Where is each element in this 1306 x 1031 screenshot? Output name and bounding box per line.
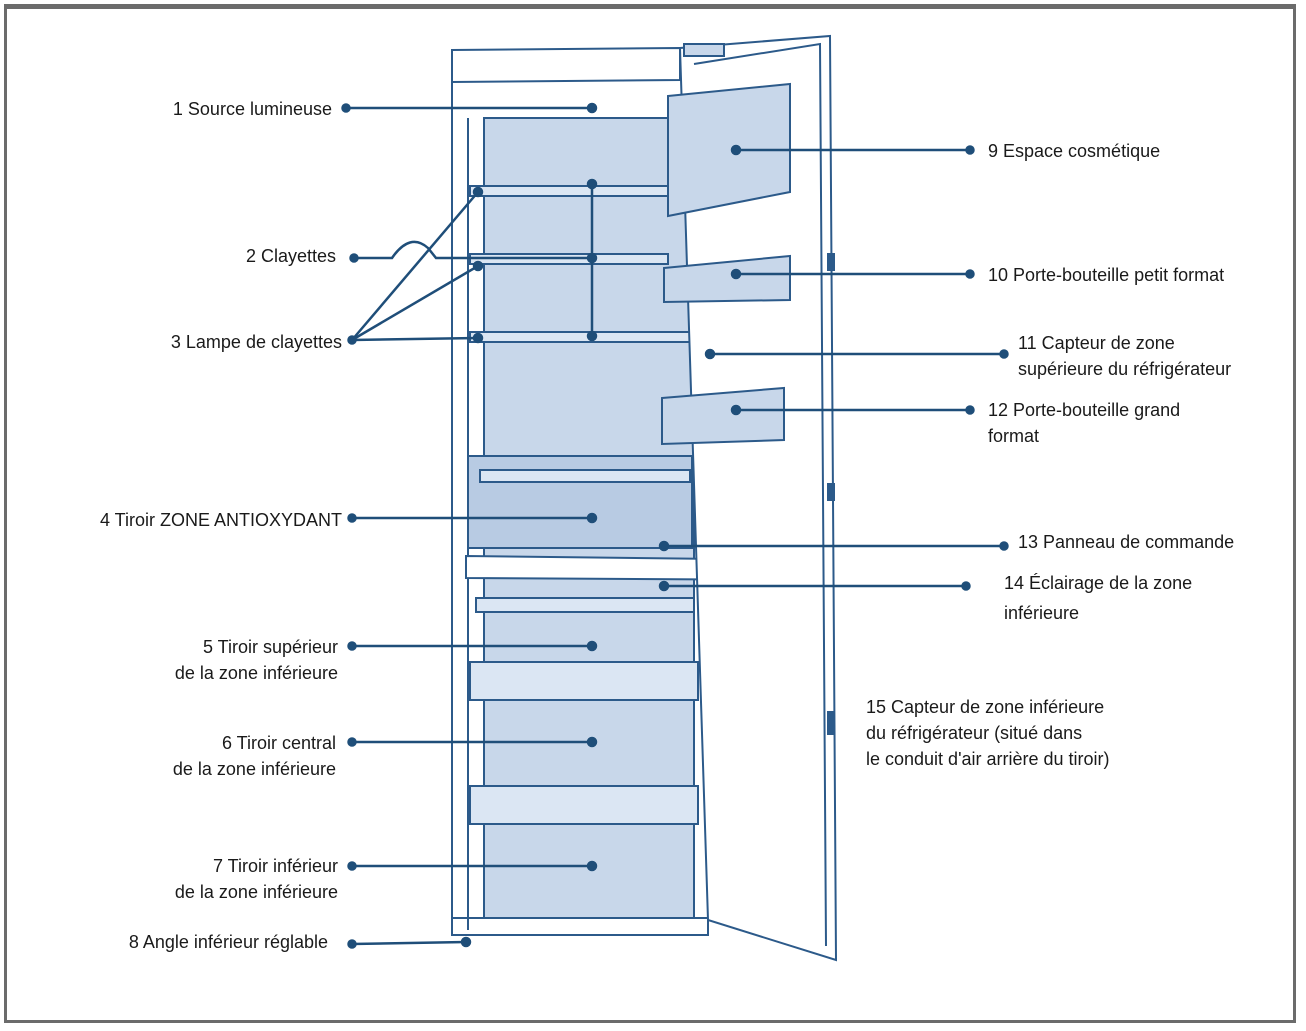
label-1-light-source: 1 Source lumineuse — [172, 99, 332, 119]
label-3-shelf-lamp: 3 Lampe de clayettes — [170, 332, 342, 352]
leader-lines — [341, 102, 1009, 949]
fridge-body — [451, 46, 811, 936]
label-13-control-panel: 13 Panneau de commande — [1018, 532, 1235, 552]
image-frame — [4, 4, 1296, 1023]
fridge-door — [661, 34, 838, 962]
label-10-small-bottle-holder: 10 Porte-bouteille petit format — [988, 265, 1225, 285]
label-8-adjustable-foot: 8 Angle inférieur réglable — [128, 932, 328, 952]
label-4-antioxidant-drawer: 4 Tiroir ZONE ANTIOXYDANT — [99, 510, 342, 530]
label-9-cosmetic-space: 9 Espace cosmétique — [988, 141, 1161, 161]
label-2-shelves: 2 Clayettes — [245, 246, 336, 266]
